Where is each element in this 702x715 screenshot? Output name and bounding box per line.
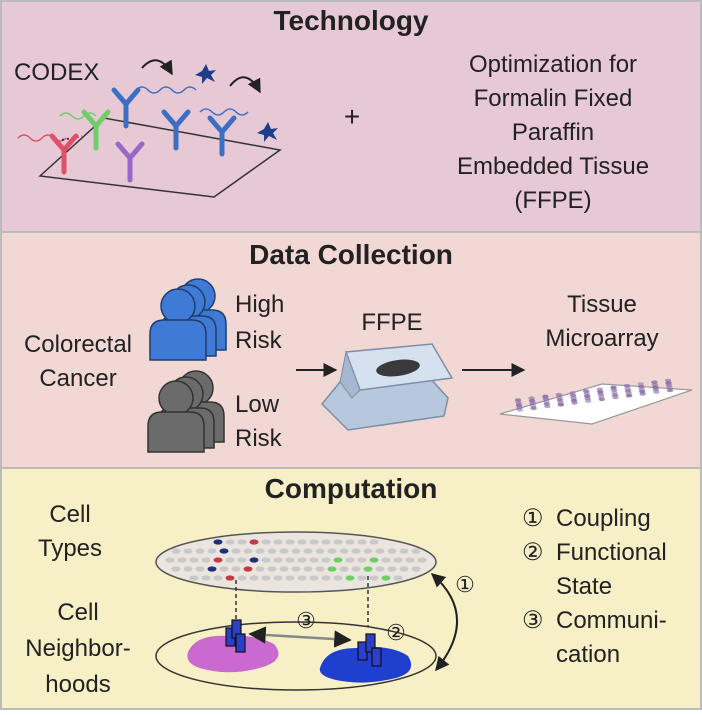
legend-num-1: ① — [522, 505, 544, 532]
cycle-arrow-2 — [229, 76, 261, 94]
ffpe-line-5: (FFPE) — [514, 187, 591, 214]
legend-text-1: Coupling — [556, 505, 651, 532]
legend-text-4: Communi- — [556, 607, 667, 634]
neighborhoods-label-2: Neighbor- — [25, 635, 130, 662]
cell-types-layer — [155, 531, 437, 593]
codex-label: CODEX — [14, 59, 99, 86]
legend-text-3: State — [556, 573, 612, 600]
legend-text-2: Functional — [556, 539, 667, 566]
codex-slide — [38, 117, 282, 198]
technology-title: Technology — [273, 5, 428, 36]
computation-panel: Computation Cell Types Cell Neighbor- ho… — [0, 467, 702, 710]
cell-type-dots — [165, 539, 427, 581]
communication-arrow — [248, 626, 352, 648]
microarray-label-2: Microarray — [545, 325, 658, 352]
ffpe-block-icon — [320, 343, 454, 431]
low-risk-label-1: Low — [235, 391, 280, 418]
coupling-arrow — [430, 573, 458, 672]
low-risk-label-2: Risk — [235, 425, 283, 452]
ffpe-line-2: Formalin Fixed — [474, 85, 633, 112]
ffpe-optimization-text: Optimization for Formalin Fixed Paraffin… — [457, 51, 649, 214]
technology-background — [0, 0, 702, 232]
marker-2-label: ② — [386, 620, 406, 645]
marker-stack-2-icon — [357, 633, 382, 667]
legend-num-2: ② — [522, 539, 544, 566]
neighborhood-blue — [319, 647, 412, 683]
legend-num-3: ③ — [522, 607, 544, 634]
ffpe-line-4: Embedded Tissue — [457, 153, 649, 180]
marker-stack-1-icon — [225, 619, 246, 653]
microarray-label-1: Tissue — [567, 291, 637, 318]
high-risk-label-1: High — [235, 291, 284, 318]
plus-sign: + — [344, 101, 360, 132]
data-collection-title: Data Collection — [249, 239, 453, 270]
neighborhoods-label-3: hoods — [45, 671, 110, 698]
oligo-tail-blue-1 — [135, 86, 197, 94]
ffpe-block-label: FFPE — [361, 309, 422, 336]
legend-text-5: cation — [556, 641, 620, 668]
technology-panel: Technology CODEX + Optimization for Form… — [0, 0, 702, 232]
cycle-arrow-1 — [141, 59, 173, 76]
ffpe-line-3: Paraffin — [512, 119, 594, 146]
computation-title: Computation — [265, 473, 438, 504]
tissue-microarray-icon — [499, 378, 693, 425]
ffpe-line-1: Optimization for — [469, 51, 637, 78]
computation-legend: ① Coupling ② Functional State ③ Communi-… — [522, 505, 667, 668]
oligo-tail-green — [59, 112, 97, 120]
cell-types-label-2: Types — [38, 535, 102, 562]
data-collection-panel: Data Collection Colorectal Cancer High R… — [0, 231, 702, 468]
oligo-tail-blue-2 — [199, 108, 249, 116]
colorectal-label-1: Colorectal — [24, 331, 132, 358]
cell-types-label-1: Cell — [49, 501, 90, 528]
neighborhoods-label-1: Cell — [57, 599, 98, 626]
high-risk-label-2: Risk — [235, 327, 283, 354]
marker-1-label: ① — [455, 572, 475, 597]
colorectal-label-2: Cancer — [39, 365, 116, 392]
marker-3-label: ③ — [296, 608, 316, 633]
